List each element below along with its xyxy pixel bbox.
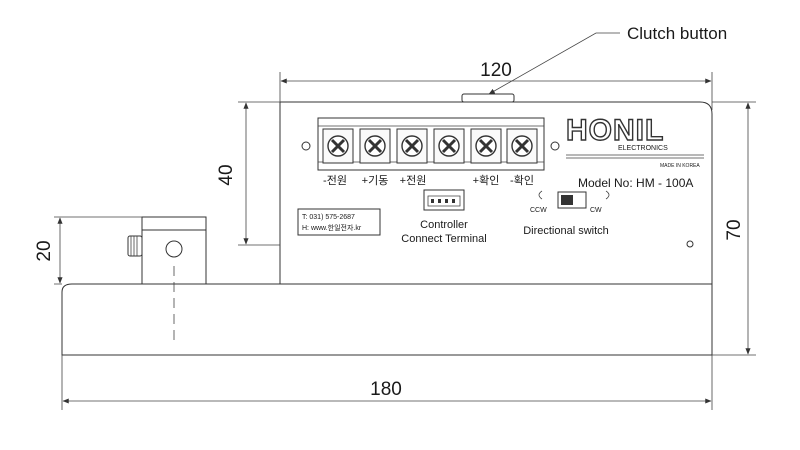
mounting-hole xyxy=(686,240,694,248)
terminal-labels: -전원 +기동 +전원 +확인 -확인 xyxy=(323,174,534,187)
brand-logo: HONIL ELECTRONICS MADE IN KOREA Model No… xyxy=(565,113,704,190)
screw-cross-icon xyxy=(514,138,530,154)
screw-cross-icon xyxy=(404,138,420,154)
directional-switch: CCW CW Directional switch xyxy=(523,190,610,237)
motor-body-outline xyxy=(61,93,713,356)
terminal-label: -확인 xyxy=(510,174,534,187)
brand-name: HONIL xyxy=(566,114,664,147)
terminal-label: +확인 xyxy=(473,174,500,187)
dimension-180: 180 xyxy=(370,379,402,400)
dimension-40: 40 xyxy=(216,164,237,185)
controller-label-2: Connect Terminal xyxy=(401,233,486,245)
terminal-label: +기동 xyxy=(362,174,389,187)
dimension-height-side: 20 xyxy=(34,216,142,285)
dimension-70: 70 xyxy=(724,219,745,240)
switch-cw: CW xyxy=(590,207,602,214)
contact-tel: T: 031) 575-2687 xyxy=(302,214,355,221)
screw-cross-icon xyxy=(478,138,494,154)
dimension-width-bottom: 180 xyxy=(61,355,713,410)
brand-sub: ELECTRONICS xyxy=(618,145,668,152)
made-in: MADE IN KOREA xyxy=(660,163,700,169)
screw-cross-icon xyxy=(367,138,383,154)
contact-web: H: www.한일전자.kr xyxy=(302,223,362,232)
dimension-20: 20 xyxy=(34,240,55,261)
model-number: Model No: HM - 100A xyxy=(578,176,693,190)
dimension-height-left: 40 xyxy=(216,101,280,246)
clutch-button-label: Clutch button xyxy=(627,24,727,43)
dimension-width-top: 120 xyxy=(279,60,713,110)
terminal-label: -전원 xyxy=(323,174,347,187)
controller-connector: Controller Connect Terminal xyxy=(401,189,487,245)
screw-cross-icon xyxy=(441,138,457,154)
controller-label-1: Controller xyxy=(420,219,468,231)
terminal-label: +전원 xyxy=(400,174,427,187)
dimension-height-right: 70 xyxy=(712,101,756,356)
clutch-callout: Clutch button xyxy=(488,24,727,95)
switch-caption: Directional switch xyxy=(523,225,609,237)
switch-ccw: CCW xyxy=(530,207,547,214)
contact-label: T: 031) 575-2687 H: www.한일전자.kr xyxy=(297,208,381,236)
screw-cross-icon xyxy=(330,138,346,154)
terminal-block xyxy=(301,117,560,171)
dimension-120: 120 xyxy=(480,60,512,81)
